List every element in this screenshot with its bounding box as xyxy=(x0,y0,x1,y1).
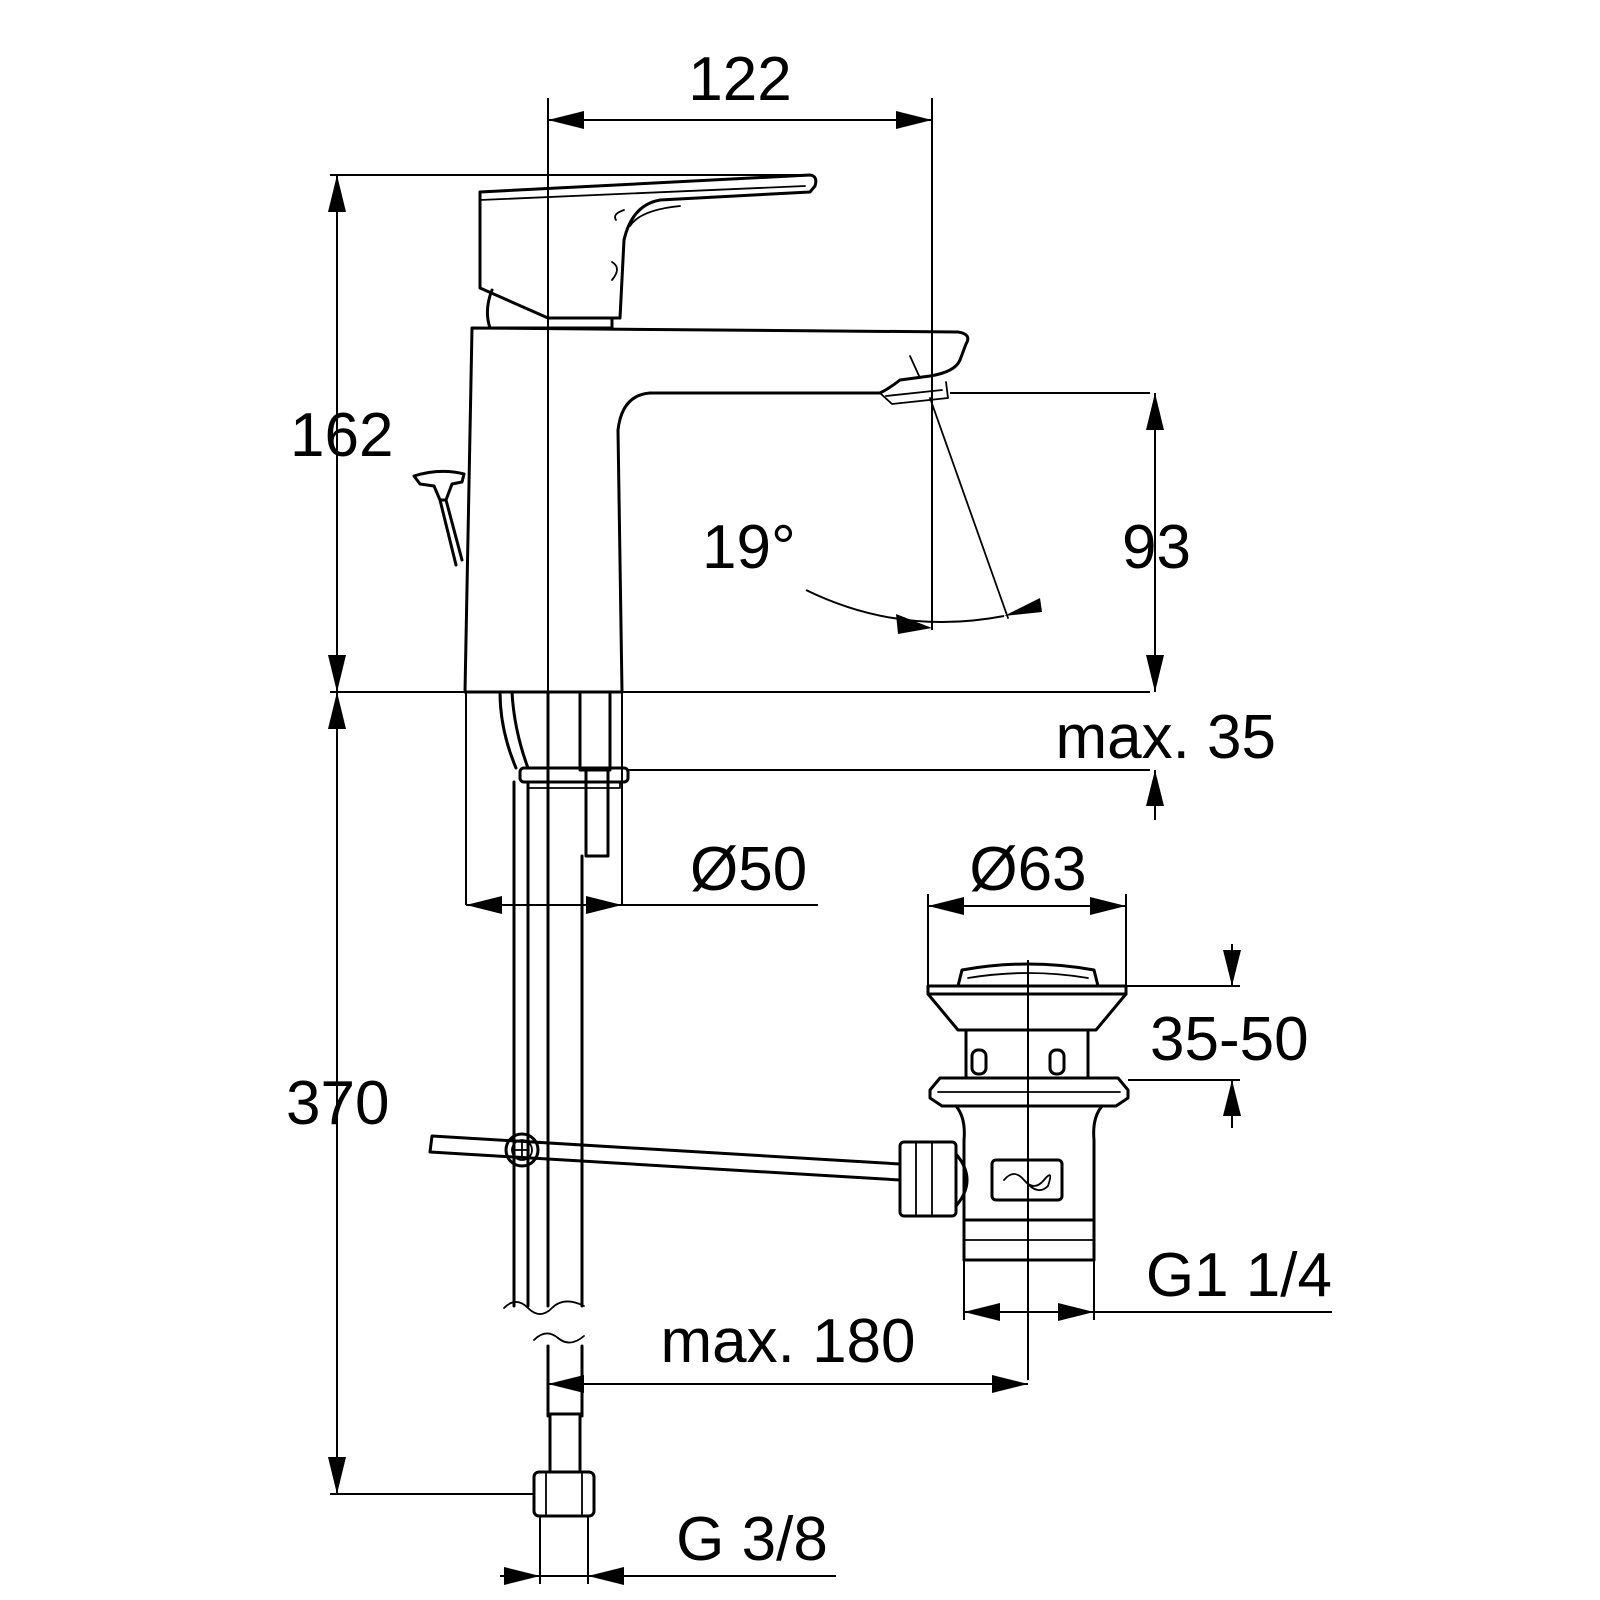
label-spout-angle: 19° xyxy=(702,513,796,582)
lever-handle xyxy=(478,173,818,330)
arrow-370-top xyxy=(328,692,346,729)
label-waste-thread: G1 1/4 xyxy=(1146,1241,1332,1310)
arrow-162-top xyxy=(328,175,346,212)
extension-lines xyxy=(330,98,1240,1584)
arrow-g38-left xyxy=(504,1567,540,1585)
arrow-max180-right xyxy=(992,1375,1028,1393)
label-total-height: 162 xyxy=(290,401,393,470)
label-waste-diameter: Ø63 xyxy=(969,835,1086,904)
arrow-370-bottom xyxy=(328,1457,346,1494)
arrow-122-left xyxy=(548,111,584,129)
label-hose-length: 370 xyxy=(286,1069,389,1138)
arrow-g114-right xyxy=(1058,1303,1094,1321)
arrow-max180-left xyxy=(548,1375,584,1393)
label-body-diameter: Ø50 xyxy=(690,835,807,904)
arrow-162-bottom xyxy=(328,655,346,692)
dimension-labels: 122 162 19° 93 max. 35 Ø50 Ø63 35-50 370… xyxy=(286,45,1332,1574)
arrow-d50-right xyxy=(586,896,622,914)
arrow-93-bottom xyxy=(1146,655,1164,692)
label-max-counter-thickness: max. 35 xyxy=(1055,703,1276,772)
arrow-max35 xyxy=(1146,770,1164,806)
pop-up-waste xyxy=(898,962,1130,1262)
arrow-d63-right xyxy=(1090,897,1126,915)
arrow-3550-bottom xyxy=(1223,1080,1241,1116)
linkage-rod xyxy=(428,1132,902,1182)
label-spout-reach: 122 xyxy=(688,45,791,114)
label-waste-thickness: 35-50 xyxy=(1150,1005,1309,1074)
mounting-shank xyxy=(498,690,630,1518)
arrow-3550-top xyxy=(1223,950,1241,986)
label-spout-height: 93 xyxy=(1122,513,1191,582)
pop-up-pull-rod xyxy=(412,469,466,567)
faucet-body xyxy=(463,326,970,694)
label-rod-length: max. 180 xyxy=(660,1307,915,1376)
arrow-19deg-right xyxy=(1004,598,1042,616)
arrow-g38-right xyxy=(588,1567,624,1585)
arrow-93-top xyxy=(1146,393,1164,430)
label-connection-thread: G 3/8 xyxy=(676,1505,828,1574)
arrow-19deg-left xyxy=(896,614,932,634)
arrow-g114-left xyxy=(964,1303,1000,1321)
arrow-d63-left xyxy=(928,897,964,915)
dimension-lines xyxy=(328,111,1332,1585)
arrow-d50-left xyxy=(466,896,502,914)
arrow-122-right xyxy=(896,111,932,129)
